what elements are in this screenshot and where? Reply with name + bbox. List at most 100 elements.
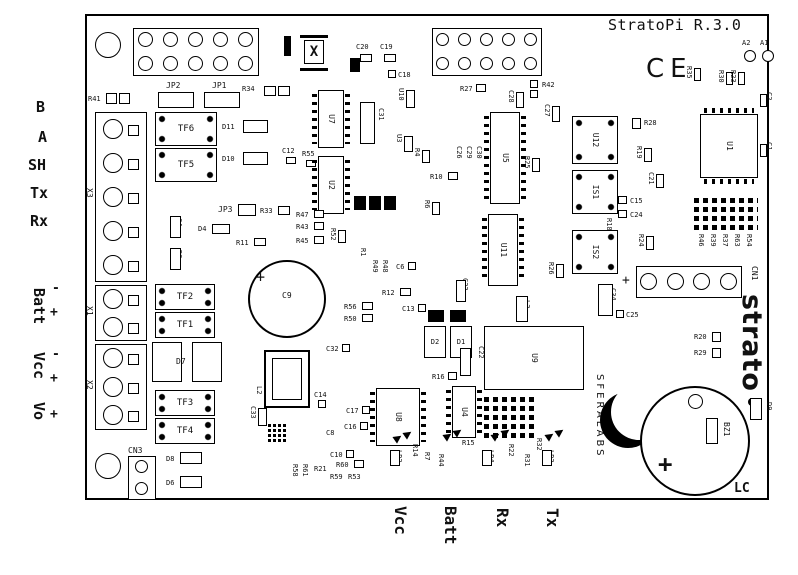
pcb-box [694, 68, 701, 81]
pcb-box [646, 236, 654, 250]
terminal-pad [128, 158, 139, 170]
pcb-d7: D7 [176, 357, 186, 366]
terminal-hole [103, 152, 123, 173]
pcb-box [644, 148, 652, 162]
pcb-r41: R41 [88, 95, 101, 103]
ce-mark: CE [646, 54, 693, 84]
pcb-u3: U3 [395, 134, 403, 143]
pcb-tf4: TF4 [155, 418, 215, 444]
pcb-c10: C10 [330, 451, 343, 459]
board-outline [85, 14, 769, 500]
pcb-box [180, 476, 202, 488]
pcb-label: U8 [394, 412, 403, 422]
pcb-box [314, 210, 324, 218]
weee-underline [300, 68, 328, 71]
port-label-sh: SH [28, 156, 47, 174]
terminal-hole [103, 316, 123, 337]
buzzer-hole [688, 394, 703, 409]
pcb-box [542, 450, 552, 466]
port-label--: + [50, 305, 58, 320]
pcb-r31: R31 [523, 454, 531, 467]
pcb-box [286, 157, 296, 164]
pcb-box [616, 310, 624, 318]
pin-hole [458, 33, 471, 46]
pcb-box [243, 152, 268, 165]
pcb-c16: C16 [344, 423, 357, 431]
terminal-pad [128, 411, 139, 423]
pcb-label: D1 [456, 337, 466, 346]
pcb-label: U9 [530, 353, 539, 363]
pcb-jp1: JP1 [212, 81, 227, 90]
pcb-c6: C6 [396, 263, 405, 271]
pcb-box [243, 120, 268, 133]
pcb-c33: C33 [249, 406, 257, 419]
pcb-tf6: TF6 [155, 112, 217, 146]
pcb-r45: R45 [296, 237, 309, 245]
pcb-d10: D10 [222, 155, 235, 163]
pcb-r48: R48 [381, 260, 389, 273]
connector-cn3 [128, 456, 156, 500]
pcb-label: U12 [591, 132, 600, 148]
pcb-c20: C20 [356, 43, 369, 51]
port-label-vcc: Vcc [391, 506, 410, 535]
pcb-u2: U2 [312, 156, 350, 214]
pcb-d11: D11 [222, 123, 235, 131]
pcb-r19: R19 [635, 146, 643, 159]
pcb-box [342, 344, 350, 352]
pcb-r53: R53 [348, 473, 361, 481]
port-label--: - [52, 347, 60, 362]
pcb-box [632, 118, 641, 129]
terminal-pad [128, 260, 139, 272]
pcb-fill [350, 58, 360, 72]
pcb-box [346, 450, 354, 458]
pcb-label: U11 [499, 242, 508, 258]
pin-hole [238, 32, 254, 47]
terminal-hole [103, 220, 123, 241]
pcb-r15: R15 [462, 439, 475, 447]
pcb-c25: C25 [626, 311, 639, 319]
pin-hole [137, 32, 153, 47]
pcb-c28: C28 [507, 90, 515, 103]
pcb-c17: C17 [346, 407, 359, 415]
pcb-r50: R50 [344, 315, 357, 323]
pcb-r35: R35 [685, 66, 693, 79]
pcb-label: TF2 [176, 291, 194, 302]
pcb-u8: U8 [370, 388, 426, 446]
pcb-r14: R14 [411, 444, 419, 457]
pcb-c26: C26 [455, 146, 463, 159]
pcb-box [314, 222, 324, 230]
pcb-c13: C13 [402, 305, 415, 313]
pcb-r4: R4 [413, 148, 421, 157]
pcb-box [170, 216, 181, 238]
pcb-u11: U11 [482, 214, 524, 286]
pcb-c30: C30 [475, 146, 483, 159]
pin-hole [188, 32, 203, 47]
pin-hole [719, 273, 737, 290]
port-label--: + [50, 371, 58, 386]
pcb-r10: R10 [430, 173, 443, 181]
pcb--: + [622, 273, 630, 288]
pcb-r52: R52 [329, 228, 337, 241]
mount-hole-tl [95, 32, 121, 58]
pcb-label: TF4 [176, 425, 194, 436]
pcb-r25: R25 [523, 156, 531, 169]
terminal-pad [128, 192, 139, 204]
terminal-pad [128, 294, 139, 306]
pcb-r43: R43 [296, 223, 309, 231]
pcb-r44: R44 [437, 454, 445, 467]
pcb-box [258, 408, 267, 426]
pcb-r26: R26 [547, 262, 555, 275]
pcb-tf2: TF2 [155, 284, 215, 310]
pcb-box [158, 92, 194, 108]
pcb-grid [484, 394, 536, 438]
pcb-box [362, 406, 370, 414]
terminal-pad [128, 226, 139, 238]
pcb-tf1: TF1 [155, 312, 215, 338]
pcb-label: U7 [327, 114, 336, 124]
pcb-cn1: CN1 [750, 266, 759, 281]
pcb-label: U2 [327, 180, 336, 190]
pcb-r28: R28 [644, 119, 657, 127]
port-label-a: A [38, 128, 48, 146]
pcb-c14: C14 [314, 391, 327, 399]
strato-logo: strato [736, 294, 767, 392]
